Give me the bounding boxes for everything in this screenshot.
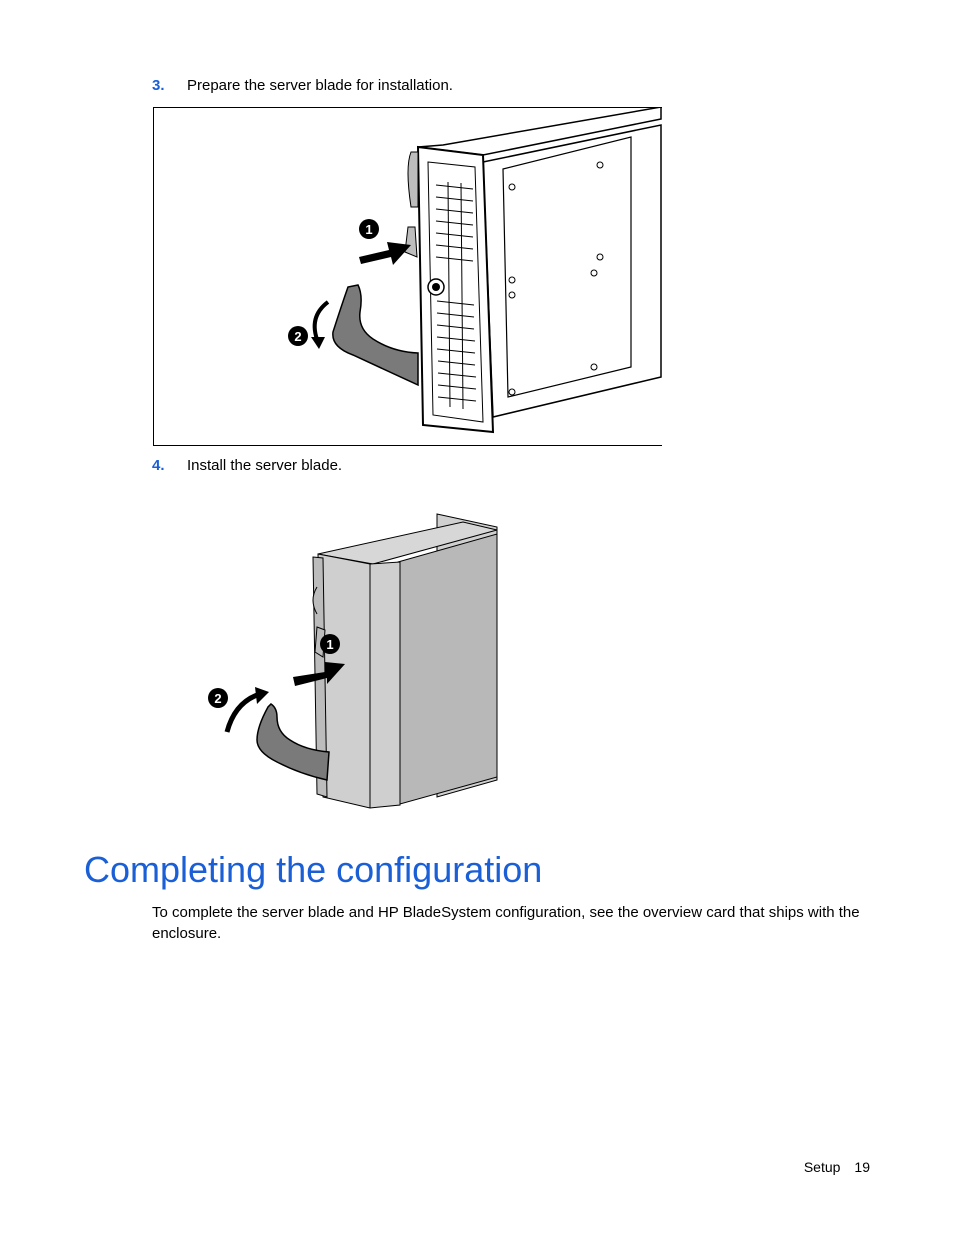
callout-2: 2: [294, 329, 301, 344]
step-3: 3. Prepare the server blade for installat…: [152, 77, 453, 95]
page-number: 19: [854, 1159, 870, 1175]
step-number: 3.: [152, 77, 165, 94]
step-4: 4. Install the server blade.: [152, 457, 342, 475]
step-number: 4.: [152, 457, 165, 474]
footer-section: Setup: [803, 1159, 841, 1175]
step-text: Install the server blade.: [187, 457, 343, 474]
page-footer: Setup 19: [804, 1158, 870, 1176]
callout-1: 1: [326, 637, 333, 652]
callout-1: 1: [365, 222, 372, 237]
install-blade-illustration: 1 2: [208, 513, 498, 809]
callout-2: 2: [214, 691, 221, 706]
prepare-blade-illustration: 1 2: [153, 106, 662, 446]
figure-install-blade: 1 2: [205, 512, 505, 812]
section-heading: Completing the configuration: [84, 849, 543, 890]
figure-prepare-blade: 1 2: [153, 106, 662, 446]
section-body: To complete the server blade and HP Blad…: [152, 904, 860, 942]
step-text: Prepare the server blade for installatio…: [187, 77, 453, 94]
